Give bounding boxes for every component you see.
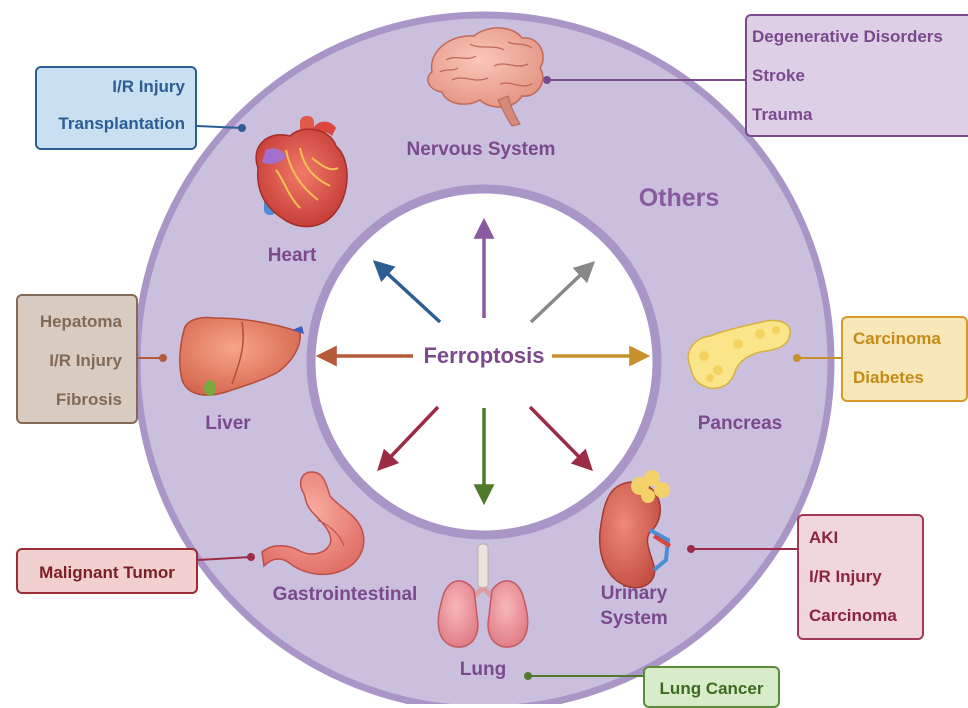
nervous-conditions-box: Degenerative Disorders Stroke Trauma — [745, 14, 968, 137]
condition-item: Lung Cancer — [645, 679, 778, 699]
organ-label-liver: Liver — [205, 413, 251, 434]
urinary-conditions-box: AKI I/R Injury Carcinoma — [797, 514, 924, 640]
liver-conditions-box: Hepatoma I/R Injury Fibrosis — [16, 294, 138, 424]
condition-item: I/R Injury — [37, 77, 185, 97]
condition-item: Malignant Tumor — [18, 563, 196, 583]
condition-item: Transplantation — [37, 114, 185, 134]
center-label: Ferroptosis — [423, 343, 544, 368]
condition-item: Stroke — [752, 66, 968, 86]
condition-item: Fibrosis — [18, 390, 122, 410]
condition-item: Trauma — [752, 105, 968, 125]
condition-item: I/R Injury — [18, 351, 122, 371]
organ-label-gastro: Gastrointestinal — [273, 584, 418, 605]
condition-item: Carcinoma — [853, 329, 966, 349]
gastro-conditions-box: Malignant Tumor — [16, 548, 198, 594]
condition-item: I/R Injury — [809, 567, 922, 587]
organ-label-pancreas: Pancreas — [698, 413, 783, 434]
lung-conditions-box: Lung Cancer — [643, 666, 780, 708]
organ-label-lung: Lung — [460, 659, 506, 680]
condition-item: Carcinoma — [809, 606, 922, 626]
organ-label-urinary-2: System — [600, 608, 668, 629]
organ-label-heart: Heart — [268, 245, 317, 266]
heart-conditions-box: I/R Injury Transplantation — [35, 66, 197, 150]
pancreas-conditions-box: Carcinoma Diabetes — [841, 316, 968, 402]
organ-label-nervous: Nervous System — [407, 139, 556, 160]
others-label: Others — [639, 184, 720, 212]
condition-item: Hepatoma — [18, 312, 122, 332]
condition-item: Diabetes — [853, 368, 966, 388]
condition-item: AKI — [809, 528, 922, 548]
condition-item: Degenerative Disorders — [752, 27, 968, 47]
